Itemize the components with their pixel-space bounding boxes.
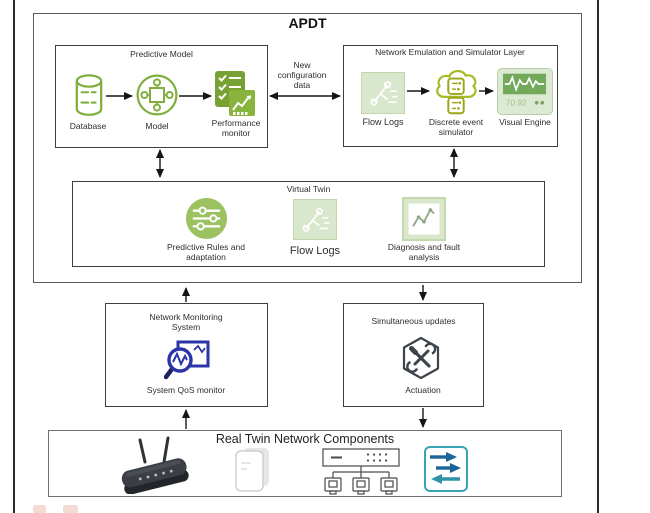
vt-flow-logs-icon bbox=[293, 199, 337, 240]
qos-monitor-label: System QoS monitor bbox=[146, 385, 226, 395]
vt-flow-logs-label: Flow Logs bbox=[289, 245, 341, 257]
simultaneous-updates-title: Simultaneous updates bbox=[371, 316, 456, 326]
red-artifact bbox=[63, 505, 78, 513]
predictive-rules-icon bbox=[184, 196, 229, 241]
visual-engine-reading: 70 92 bbox=[506, 98, 527, 108]
diagnosis-icon bbox=[402, 197, 446, 241]
network-emulation-title: Network Emulation and Simulator Layer bbox=[375, 47, 525, 57]
flow-logs-icon bbox=[361, 72, 405, 114]
qos-monitor-icon bbox=[164, 340, 210, 380]
page-border-right bbox=[597, 0, 599, 513]
virtual-twin-title: Virtual Twin bbox=[286, 184, 331, 194]
red-artifact bbox=[33, 505, 46, 513]
new-configuration-label: New configuration data bbox=[277, 60, 327, 91]
discrete-event-simulator-icon bbox=[431, 66, 481, 120]
database-label: Database bbox=[69, 121, 107, 131]
real-twin-title: Real Twin Network Components bbox=[215, 432, 395, 446]
performance-monitor-icon bbox=[214, 70, 256, 118]
page-border-left bbox=[13, 0, 15, 513]
network-monitoring-title: Network Monitoring System bbox=[149, 312, 223, 333]
performance-monitor-label: Performance monitor bbox=[211, 118, 261, 139]
diagnosis-label: Diagnosis and fault analysis bbox=[387, 242, 461, 263]
visual-engine-icon: 70 92 bbox=[497, 68, 553, 115]
actuation-label: Actuation bbox=[405, 385, 441, 395]
network-switch-icon bbox=[424, 446, 468, 492]
model-icon bbox=[136, 74, 178, 116]
access-point-icon bbox=[233, 446, 271, 494]
visual-engine-label: Visual Engine bbox=[499, 117, 551, 127]
actuation-icon bbox=[399, 335, 443, 381]
wireless-router-icon bbox=[112, 436, 200, 494]
discrete-event-simulator-label: Discrete event simulator bbox=[428, 117, 484, 138]
model-label: Model bbox=[145, 121, 169, 131]
apdt-title: APDT bbox=[288, 15, 327, 31]
network-hub-icon bbox=[318, 448, 404, 498]
flow-logs-label: Flow Logs bbox=[362, 117, 404, 127]
predictive-rules-label: Predictive Rules and adaptation bbox=[167, 242, 245, 263]
database-icon bbox=[74, 73, 104, 119]
predictive-model-title: Predictive Model bbox=[130, 49, 193, 59]
